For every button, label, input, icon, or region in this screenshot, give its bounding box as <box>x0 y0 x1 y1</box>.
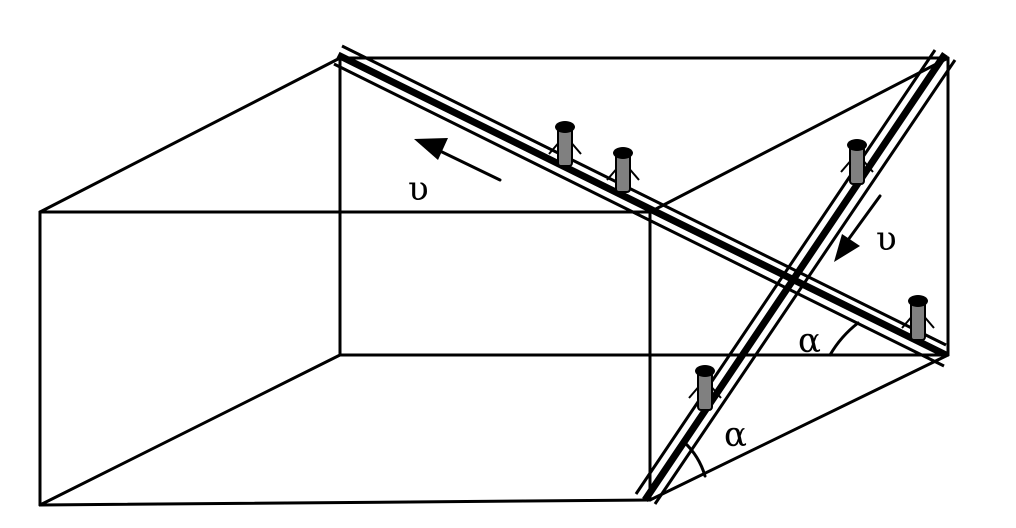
escalator-upper-rail-outer-a <box>341 44 947 347</box>
escalator-upper-rail-outer-b <box>333 62 945 368</box>
box-bottom-left-depth-edge <box>38 353 342 507</box>
escalator-lower-rail-outer-a <box>634 49 937 495</box>
escalator-lower-rail-outer-b <box>653 59 957 505</box>
people-group <box>548 121 935 411</box>
angle-arc-top <box>828 321 860 357</box>
angle-label-bottom: α <box>724 415 747 455</box>
person-icon <box>688 365 722 411</box>
velocity-arrow-upper <box>414 138 502 182</box>
person-icon <box>606 147 640 193</box>
angle-arc-bottom <box>682 440 707 478</box>
velocity-label-upper: υ <box>408 169 429 209</box>
escalator-upper <box>333 44 948 368</box>
escalator-lower <box>634 49 957 505</box>
velocity-arrow-right <box>834 194 882 262</box>
escalator-upper-rail-main <box>336 51 948 359</box>
box-wireframe <box>38 56 950 507</box>
box-top-right-depth-edge <box>648 56 950 214</box>
escalator-lower-rail-main <box>642 52 948 502</box>
box-front-bottom-edge <box>38 498 652 507</box>
person-icon <box>901 295 935 341</box>
velocity-label-right: υ <box>876 219 897 259</box>
box-bottom-right-depth-edge <box>648 353 950 502</box>
person-icon <box>840 139 874 185</box>
person-icon <box>548 121 582 167</box>
angle-label-top: α <box>798 321 821 361</box>
box-top-left-depth-edge <box>38 56 342 214</box>
